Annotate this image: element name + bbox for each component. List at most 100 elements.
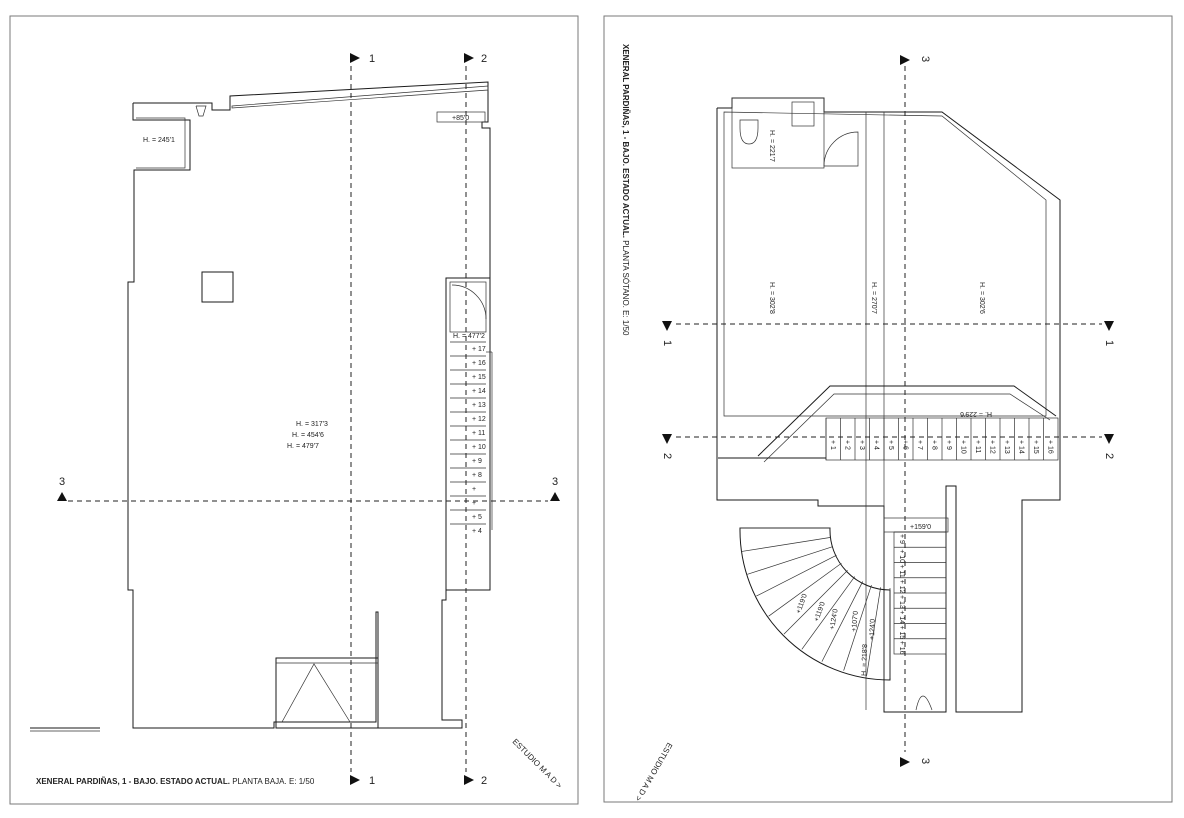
section-marker-1-left xyxy=(662,321,672,331)
toilet-icon xyxy=(739,119,759,145)
level-mid: H. = 270'7 xyxy=(870,282,877,314)
left-title-rest: PLANTA BAJA. E: 1/50 xyxy=(232,777,315,786)
wc-room xyxy=(731,97,825,169)
stair-step-label: + 17 xyxy=(472,346,486,353)
stair-handrail-inner xyxy=(763,393,1051,463)
side-stair-step-label: + 11 xyxy=(898,565,905,578)
stair-door-area xyxy=(449,281,487,333)
level-small-room: H. = 245'1 xyxy=(143,137,175,144)
stair-step-label: + 9 xyxy=(472,458,482,465)
stair-handrail xyxy=(757,385,1057,457)
landing xyxy=(883,517,949,533)
right-sheet: + 1+ 2+ 3+ 4+ 5+ 6+ 7+ 8+ 9+ 10+ 11+ 12+… xyxy=(603,15,1173,803)
right-title-rest: PLANTA SÓTANO. E: 1/50 xyxy=(621,240,630,336)
spiral-tread xyxy=(741,537,831,552)
small-vent xyxy=(195,105,207,117)
top-level-box xyxy=(436,111,486,123)
left-sheet: + 17+ 16+ 15+ 14+ 13+ 12+ 11+ 10+ 9+ 8++… xyxy=(9,15,579,805)
spiral-level-5: +124'0 xyxy=(869,619,877,640)
section-label-2-bottom: 2 xyxy=(481,775,487,787)
top-wall-strip xyxy=(231,85,489,109)
section-marker-2-top xyxy=(464,53,474,63)
level-top: +85'0 xyxy=(452,115,469,122)
level-left: H. = 302'8 xyxy=(768,282,775,314)
section-label-3-bottom: 3 xyxy=(919,758,931,764)
entrance-swing xyxy=(281,663,351,723)
spiral-level-2: +119'0 xyxy=(813,601,827,623)
stair-step-label: + 8 xyxy=(472,472,482,479)
spiral-level-h: H. = 218'8 xyxy=(861,644,869,676)
stair-step-label: + 10 xyxy=(472,444,486,451)
section-marker-2-right xyxy=(1104,434,1114,444)
stair-step-label: + 1 xyxy=(829,440,836,450)
level-main-h2: H. = 454'6 xyxy=(292,432,324,439)
right-plan-outline xyxy=(716,97,1061,713)
spiral-tread xyxy=(866,587,881,677)
small-arch xyxy=(915,695,933,711)
side-stair-step-label: + 16 xyxy=(898,641,905,655)
left-title-bold: XENERAL PARDIÑAS, 1 - BAJO. ESTADO ACTUA… xyxy=(36,777,230,786)
spiral-tread xyxy=(783,570,848,635)
stair-label: H. = 229'6 xyxy=(960,410,992,417)
small-room xyxy=(136,117,186,169)
stair-step-label: + 4 xyxy=(472,528,482,535)
spiral-tread xyxy=(843,584,872,671)
level-wc: H. = 221'7 xyxy=(768,130,775,162)
side-stair-step-label: + 15 xyxy=(898,626,905,640)
stair-step-label: + 16 xyxy=(472,360,486,367)
stair-step-label: + 15 xyxy=(472,374,486,381)
left-watermark: ESTUDIO M A D > xyxy=(511,737,564,790)
wc-door-swing xyxy=(823,131,859,167)
side-stair-step-label: + 9 xyxy=(898,534,905,544)
stair-step-label: + 7 xyxy=(916,440,923,450)
level-main-h: H. = 317'3 xyxy=(296,421,328,428)
section-label-1-left: 1 xyxy=(661,340,673,346)
level-stair-top: H. = 477'2 xyxy=(453,333,485,340)
stair-step-label: + 5 xyxy=(472,514,482,521)
left-sheet-frame xyxy=(9,15,579,805)
landing-level: +159'0 xyxy=(910,524,931,531)
spiral-stair-treads xyxy=(740,527,891,678)
stair-step-label: + 14 xyxy=(472,388,486,395)
section-marker-3-bottom xyxy=(900,757,910,767)
side-stair-step-label: + 14 xyxy=(898,610,905,624)
stair-step-label: + 13 xyxy=(472,402,486,409)
spiral-tread xyxy=(756,554,837,597)
stair-step-label: + 4 xyxy=(873,440,880,450)
section-label-2-top: 2 xyxy=(481,53,487,65)
section-label-1-top: 1 xyxy=(369,53,375,65)
left-plan-outline xyxy=(127,81,491,729)
spiral-tread xyxy=(821,581,864,662)
stair-step-label: + 9 xyxy=(945,440,952,450)
spiral-level-3: +124'0 xyxy=(829,608,840,630)
stair-step-label: + 13 xyxy=(1003,440,1010,454)
spiral-tread xyxy=(768,562,842,617)
stair-block xyxy=(445,277,491,591)
section-label-2-right: 2 xyxy=(1103,453,1115,459)
section-marker-3-right xyxy=(550,492,560,501)
stair-step-label: + 14 xyxy=(1018,440,1025,454)
stair-step-label: + 3 xyxy=(858,440,865,450)
section-label-1-bottom: 1 xyxy=(369,775,375,787)
section-label-3-right: 3 xyxy=(552,476,558,488)
spiral-tread xyxy=(747,546,834,575)
stair-door-swing xyxy=(451,284,487,320)
level-right: H. = 302'6 xyxy=(978,282,985,314)
section-label-3-top: 3 xyxy=(919,56,931,62)
section-label-2-left: 2 xyxy=(661,453,673,459)
section-label-1-right: 1 xyxy=(1103,340,1115,346)
spiral-stair xyxy=(739,527,891,681)
section-marker-2-left xyxy=(662,434,672,444)
stair-step-label: + 16 xyxy=(1047,440,1054,454)
section-marker-2-bottom xyxy=(464,775,474,785)
spiral-tread xyxy=(801,576,856,650)
stair-step-label: + 10 xyxy=(960,440,967,454)
stair-step-label: + 11 xyxy=(472,430,485,437)
stair-step-label: + 5 xyxy=(887,440,894,450)
straight-stair-treads: + 1+ 2+ 3+ 4+ 5+ 6+ 7+ 8+ 9+ 10+ 11+ 12+… xyxy=(825,418,1054,460)
side-stair-treads: + 9+ 10+ 11+ 12+ 13+ 14+ 15+ 16 xyxy=(894,531,946,655)
side-stair-step-label: + 10 xyxy=(898,549,905,563)
left-title: XENERAL PARDIÑAS, 1 - BAJO. ESTADO ACTUA… xyxy=(36,777,315,786)
section-marker-3-top xyxy=(900,55,910,65)
